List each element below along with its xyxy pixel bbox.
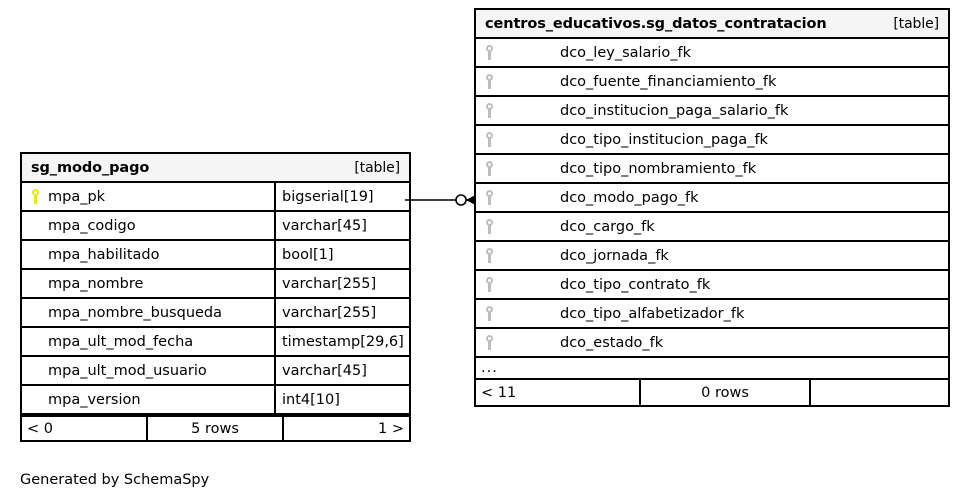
column-name-cell: mpa_pk (22, 183, 274, 210)
column-row[interactable]: dco_jornada_fk (476, 242, 948, 271)
column-name: mpa_nombre_busqueda (48, 304, 223, 321)
column-type: timestamp[29,6] (274, 328, 409, 355)
column-name: mpa_version (48, 391, 141, 408)
column-name-cell: dco_fuente_financiamiento_fk (476, 68, 948, 95)
column-name-cell: dco_institucion_paga_salario_fk (476, 97, 948, 124)
column-name: dco_modo_pago_fk (560, 189, 699, 206)
column-name-cell: dco_tipo_nombramiento_fk (476, 155, 948, 182)
column-name-cell: dco_tipo_contrato_fk (476, 271, 948, 298)
column-name-cell: mpa_version (22, 386, 274, 413)
column-row[interactable]: dco_institucion_paga_salario_fk (476, 97, 948, 126)
column-name-cell: dco_tipo_institucion_paga_fk (476, 126, 948, 153)
column-name: mpa_ult_mod_usuario (48, 362, 207, 379)
column-row[interactable]: dco_tipo_contrato_fk (476, 271, 948, 300)
entity-kind-label: [table] (893, 15, 939, 32)
entity-footer: < 11 0 rows (476, 380, 948, 405)
prev-page-button[interactable]: < 11 (481, 384, 517, 401)
entity-sg-modo-pago[interactable]: sg_modo_pago [table] mpa_pk bigserial[19… (20, 152, 411, 442)
column-name-cell: mpa_nombre_busqueda (22, 299, 274, 326)
column-name: dco_tipo_alfabetizador_fk (560, 305, 745, 322)
column-row[interactable]: dco_tipo_alfabetizador_fk (476, 300, 948, 329)
column-name-cell: dco_modo_pago_fk (476, 184, 948, 211)
column-row[interactable]: mpa_version int4[10] (22, 386, 409, 415)
column-row[interactable]: dco_tipo_institucion_paga_fk (476, 126, 948, 155)
column-name-cell: dco_estado_fk (476, 329, 948, 356)
column-name: dco_jornada_fk (560, 247, 669, 264)
entity-title: sg_modo_pago (31, 159, 150, 176)
column-row-modo-pago-fk[interactable]: dco_modo_pago_fk (476, 184, 948, 213)
column-name: dco_estado_fk (560, 334, 664, 351)
column-name-cell: mpa_ult_mod_fecha (22, 328, 274, 355)
column-name: mpa_habilitado (48, 246, 160, 263)
column-name-cell: mpa_codigo (22, 212, 274, 239)
column-row[interactable]: dco_fuente_financiamiento_fk (476, 68, 948, 97)
foreign-key-icon (476, 103, 502, 118)
column-name-cell: dco_jornada_fk (476, 242, 948, 269)
row-count-label: 0 rows (639, 380, 811, 405)
column-row[interactable]: dco_tipo_nombramiento_fk (476, 155, 948, 184)
column-row[interactable]: mpa_pk bigserial[19] (22, 183, 409, 212)
column-name: dco_tipo_contrato_fk (560, 276, 711, 293)
foreign-key-icon (476, 335, 502, 350)
column-type: bool[1] (274, 241, 409, 268)
foreign-key-icon (476, 161, 502, 176)
column-name: mpa_nombre (48, 275, 144, 292)
column-type: varchar[45] (274, 357, 409, 384)
entity-kind-label: [table] (354, 159, 400, 176)
column-name: mpa_ult_mod_fecha (48, 333, 194, 350)
foreign-key-icon (476, 219, 502, 234)
column-type: varchar[255] (274, 270, 409, 297)
foreign-key-icon (476, 132, 502, 147)
primary-key-icon (22, 189, 48, 204)
column-name: dco_fuente_financiamiento_fk (560, 73, 777, 90)
more-columns-indicator: ... (476, 358, 948, 380)
foreign-key-icon (476, 45, 502, 60)
column-row[interactable]: mpa_codigo varchar[45] (22, 212, 409, 241)
column-row[interactable]: dco_cargo_fk (476, 213, 948, 242)
column-name: mpa_codigo (48, 217, 136, 234)
column-type: int4[10] (274, 386, 409, 413)
entity-footer: < 0 5 rows 1 > (22, 415, 409, 440)
foreign-key-icon (476, 306, 502, 321)
column-name: dco_institucion_paga_salario_fk (560, 102, 789, 119)
column-row[interactable]: dco_estado_fk (476, 329, 948, 358)
foreign-key-icon (476, 190, 502, 205)
column-type: varchar[45] (274, 212, 409, 239)
column-name-cell: dco_cargo_fk (476, 213, 948, 240)
column-name-cell: dco_tipo_alfabetizador_fk (476, 300, 948, 327)
entity-title: centros_educativos.sg_datos_contratacion (485, 15, 827, 32)
foreign-key-icon (476, 74, 502, 89)
column-row[interactable]: mpa_habilitado bool[1] (22, 241, 409, 270)
column-row[interactable]: dco_ley_salario_fk (476, 39, 948, 68)
column-name-cell: mpa_habilitado (22, 241, 274, 268)
column-name: dco_tipo_institucion_paga_fk (560, 131, 768, 148)
column-name: dco_ley_salario_fk (560, 44, 692, 61)
relationship-line-svg (405, 193, 479, 207)
column-row[interactable]: mpa_ult_mod_fecha timestamp[29,6] (22, 328, 409, 357)
next-page-button[interactable] (811, 380, 948, 405)
column-name-cell: mpa_nombre (22, 270, 274, 297)
column-row[interactable]: mpa_nombre_busqueda varchar[255] (22, 299, 409, 328)
column-name-cell: mpa_ult_mod_usuario (22, 357, 274, 384)
column-name: mpa_pk (48, 188, 106, 205)
entity-header: centros_educativos.sg_datos_contratacion… (476, 10, 948, 39)
column-name: dco_tipo_nombramiento_fk (560, 160, 757, 177)
column-row[interactable]: mpa_nombre varchar[255] (22, 270, 409, 299)
generated-by-caption: Generated by SchemaSpy (20, 472, 210, 488)
column-name-cell: dco_ley_salario_fk (476, 39, 948, 66)
zero-cardinality-circle (455, 194, 467, 206)
column-name: dco_cargo_fk (560, 218, 655, 235)
column-row[interactable]: mpa_ult_mod_usuario varchar[45] (22, 357, 409, 386)
foreign-key-icon (476, 277, 502, 292)
row-count-label: 5 rows (146, 417, 284, 440)
prev-page-button[interactable]: < 0 (27, 420, 53, 437)
column-type: bigserial[19] (274, 183, 409, 210)
relationship-connector (405, 186, 479, 214)
column-type: varchar[255] (274, 299, 409, 326)
entity-header: sg_modo_pago [table] (22, 154, 409, 183)
next-page-button[interactable]: 1 > (378, 420, 404, 437)
entity-sg-datos-contratacion[interactable]: centros_educativos.sg_datos_contratacion… (474, 8, 950, 407)
foreign-key-icon (476, 248, 502, 263)
